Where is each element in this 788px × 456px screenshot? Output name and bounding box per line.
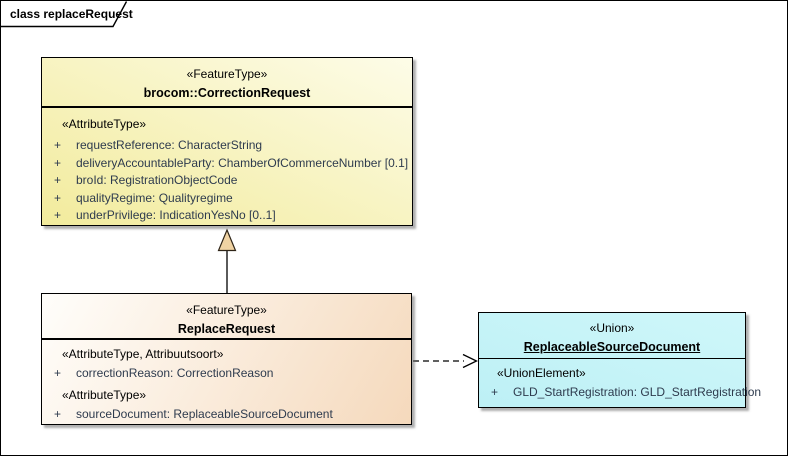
frame-tab-outline	[1, 1, 128, 28]
attributes-compartment: «UnionElement» + GLD_StartRegistration: …	[479, 359, 761, 402]
attribute-row: + requestReference: CharacterString	[50, 137, 404, 155]
compartment-stereotype: «AttributeType»	[62, 388, 147, 402]
class-stereotype: «FeatureType»	[186, 303, 267, 317]
generalization-connector[interactable]	[217, 228, 237, 293]
class-stereotype: «FeatureType»	[186, 67, 268, 81]
class-header: «FeatureType» ReplaceRequest	[42, 294, 411, 340]
visibility-sign: +	[54, 208, 62, 222]
attribute-text: sourceDocument: ReplaceableSourceDocumen…	[76, 407, 333, 421]
attribute-row: + sourceDocument: ReplaceableSourceDocum…	[50, 405, 403, 424]
class-header: «FeatureType» brocom::CorrectionRequest	[42, 58, 412, 108]
attribute-text: broId: RegistrationObjectCode	[76, 173, 238, 187]
attribute-row: + qualityRegime: Qualityregime	[50, 190, 404, 208]
class-name: brocom::CorrectionRequest	[143, 86, 311, 100]
diagram-frame-label: class replaceRequest	[10, 7, 133, 21]
attribute-text: deliveryAccountableParty: ChamberOfComme…	[76, 155, 409, 170]
attribute-row: + deliveryAccountableParty: ChamberOfCom…	[50, 155, 408, 173]
dependency-connector[interactable]	[413, 353, 478, 369]
visibility-sign: +	[491, 385, 499, 399]
generalization-arrowhead-icon	[217, 228, 237, 252]
attribute-text: correctionReason: CorrectionReason	[76, 366, 274, 380]
compartment-stereotype: «UnionElement»	[497, 366, 586, 380]
class-box-replaceable-source-document[interactable]: «Union» ReplaceableSourceDocument «Union…	[478, 312, 761, 408]
compartment-stereotype: «AttributeType»	[62, 117, 147, 131]
class-header: «Union» ReplaceableSourceDocument	[479, 313, 745, 359]
attribute-row: + underPrivilege: IndicationYesNo [0..1]	[50, 207, 404, 225]
visibility-sign: +	[54, 173, 62, 187]
class-stereotype: «Union»	[589, 321, 635, 335]
class-box-correction-request[interactable]: «FeatureType» brocom::CorrectionRequest …	[41, 57, 413, 226]
dependency-arrowhead-icon	[462, 353, 478, 369]
attribute-row: + correctionReason: CorrectionReason	[50, 364, 403, 383]
attribute-row: + GLD_StartRegistration: GLD_StartRegist…	[487, 383, 761, 402]
attributes-compartment: «AttributeType, Attribuutsoort» + correc…	[42, 340, 411, 424]
class-name: ReplaceRequest	[177, 322, 276, 336]
attribute-text: qualityRegime: Qualityregime	[76, 190, 233, 205]
visibility-sign: +	[54, 190, 62, 205]
attributes-compartment: «AttributeType» + requestReference: Char…	[42, 108, 412, 225]
class-box-replace-request[interactable]: «FeatureType» ReplaceRequest «AttributeT…	[41, 293, 412, 425]
visibility-sign: +	[54, 138, 62, 152]
visibility-sign: +	[54, 366, 62, 380]
compartment-stereotype: «AttributeType, Attribuutsoort»	[62, 347, 224, 361]
attribute-text: requestReference: CharacterString	[76, 138, 263, 152]
visibility-sign: +	[54, 407, 62, 421]
attribute-text: GLD_StartRegistration: GLD_StartRegistra…	[513, 385, 762, 399]
attribute-row: + broId: RegistrationObjectCode	[50, 172, 404, 190]
class-name: ReplaceableSourceDocument	[523, 340, 701, 354]
visibility-sign: +	[54, 155, 62, 170]
attribute-text: underPrivilege: IndicationYesNo [0..1]	[76, 208, 276, 222]
